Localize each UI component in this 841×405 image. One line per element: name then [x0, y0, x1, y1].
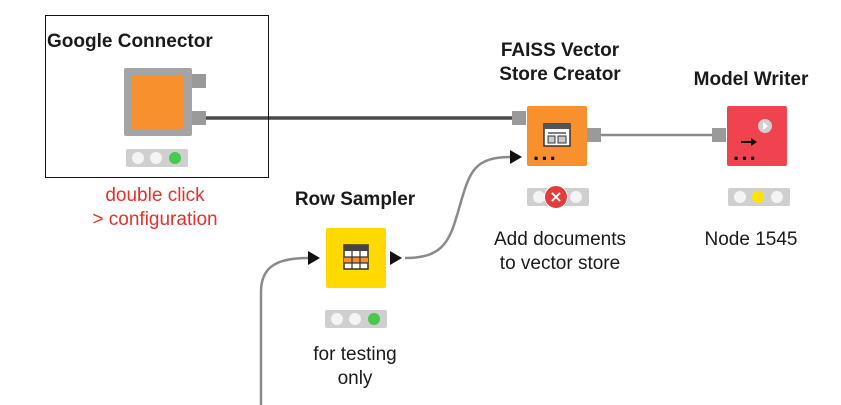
model-writer-status — [728, 188, 790, 206]
row-sampler-status — [325, 310, 387, 328]
model-writer-title[interactable]: Model Writer — [693, 69, 809, 90]
row-sampler-label[interactable]: for testing only — [313, 344, 397, 389]
google-connector-output-port-1[interactable] — [192, 74, 206, 88]
row-sampler-node[interactable] — [326, 228, 386, 288]
google-connector-title[interactable]: Google Connector — [47, 31, 213, 52]
faiss-creator-output-port[interactable] — [587, 128, 601, 142]
google-connector-node[interactable] — [124, 68, 192, 136]
model-writer-input-port[interactable] — [712, 128, 726, 142]
row-sampler-title[interactable]: Row Sampler — [294, 189, 416, 210]
google-connector-annotation[interactable]: double click > configuration — [92, 185, 218, 230]
faiss-creator-input-port-1[interactable] — [512, 111, 526, 125]
row-sampler-output-port[interactable] — [390, 251, 402, 265]
faiss-creator-title[interactable]: FAISS Vector Store Creator — [499, 40, 621, 85]
node-selection-box — [45, 15, 269, 178]
google-connector-status — [126, 149, 188, 167]
model-writer-node[interactable]: ··· — [727, 106, 787, 171]
connection-incoming-to-row-sampler[interactable] — [259, 256, 309, 405]
connection-row-sampler-to-faiss[interactable] — [404, 155, 513, 260]
faiss-creator-label[interactable]: Add documents to vector store — [493, 229, 627, 274]
faiss-creator-input-port-2[interactable] — [510, 150, 522, 164]
table-grid-icon — [343, 244, 369, 270]
row-sampler-input-port[interactable] — [308, 251, 320, 265]
model-writer-dots: ··· — [733, 146, 758, 171]
play-arrow-icon — [758, 119, 772, 133]
faiss-creator-dots: ··· — [533, 146, 558, 171]
vector-store-icon — [543, 123, 571, 147]
arrow-right-icon — [741, 138, 757, 146]
google-connector-output-port-2[interactable] — [192, 111, 206, 125]
model-writer-label[interactable]: Node 1545 — [704, 229, 798, 250]
faiss-creator-node[interactable]: ··· — [527, 106, 587, 171]
error-x-icon[interactable]: × — [544, 185, 568, 209]
